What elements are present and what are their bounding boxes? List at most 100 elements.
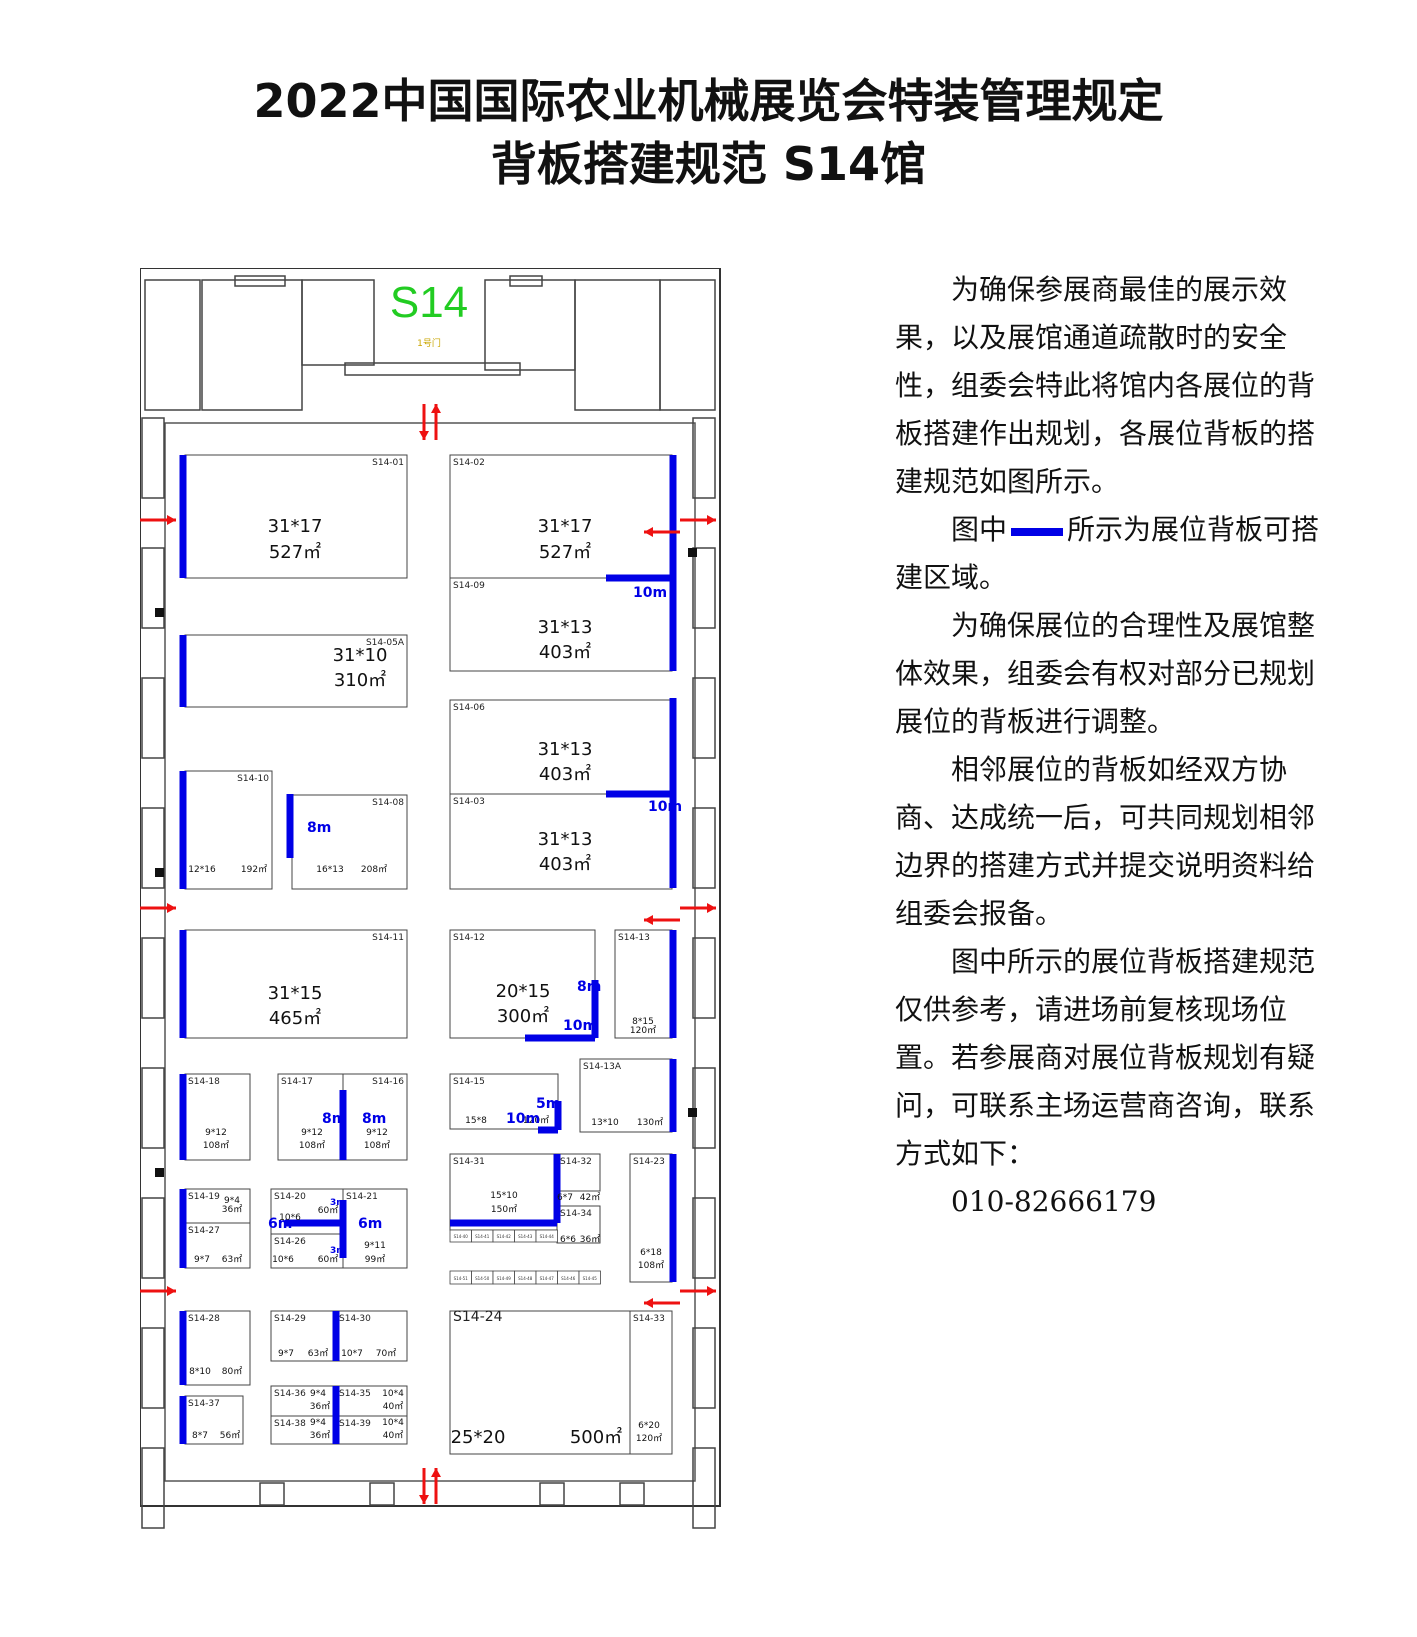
booth-s14-16 [342,1073,408,1161]
booth-dimensions: 10*6 [279,1213,301,1223]
side-room [692,547,716,629]
booth-area: 40㎡ [383,1430,403,1441]
booth-dimensions: 8*15 [632,1017,654,1027]
booth-area: 403㎡ [539,853,591,875]
booth-s14-34 [556,1205,601,1244]
service-room [201,279,303,411]
booth-area: 403㎡ [539,641,591,663]
column-block [155,1168,164,1177]
hall-outline [140,268,721,1507]
booth-s14-13a [579,1058,673,1133]
booth-dimensions: 10*4 [382,1389,404,1399]
booth-s14-27 [184,1222,251,1269]
side-room [141,1327,165,1409]
booth-area: 70㎡ [376,1348,396,1359]
arrow-head-icon [644,1298,653,1308]
booth-area: 527㎡ [539,541,591,563]
note-text: 所示为展位背板可搭建区域。 [895,513,1320,594]
gate-label: 1号门 [417,337,441,349]
page-subtitle: 背板搭建规范 S14馆 [490,137,927,191]
side-room [141,1067,165,1149]
side-room [692,1327,716,1409]
booth-s14-33 [629,1310,673,1455]
hall-label: S14 [390,278,468,327]
booth-area: 120㎡ [630,1025,656,1036]
exit-arrow-pair [140,903,176,913]
booth-id-label: S14-29 [274,1314,306,1324]
booth-s14-09 [449,577,673,672]
booth-area: 465㎡ [269,1007,321,1029]
booth-id-label: S14-33 [633,1314,665,1324]
small-booth-id: S14-44 [540,1234,555,1239]
booth-area: 108㎡ [299,1140,325,1151]
booth-id-label: S14-26 [274,1237,306,1247]
booth-dimensions: 15*8 [465,1116,487,1126]
booth-dimensions: 31*13 [538,829,593,850]
booth-id-label: S14-39 [339,1419,371,1429]
small-booth-id: S14-41 [475,1234,490,1239]
booth-dimensions: 20*15 [496,981,551,1002]
booth-area: 60㎡ [318,1205,338,1216]
booth-id-label: S14-32 [560,1157,592,1167]
booth-area: 80㎡ [222,1366,242,1377]
side-room [692,937,716,1019]
booth-area: 527㎡ [269,541,321,563]
booth-s14-12 [449,929,596,1039]
arrow-head-icon [431,404,441,413]
booth-area: 310㎡ [334,669,386,691]
small-booth-id: S14-48 [518,1276,533,1281]
booth-dimensions: 6*20 [638,1421,660,1431]
side-room [141,547,165,629]
small-booth-id: S14-43 [518,1234,533,1239]
booth-area: 42㎡ [580,1192,600,1203]
booth-id-label: S14-12 [453,933,485,943]
booth-area: 63㎡ [308,1348,328,1359]
note-paragraph: 相邻展位的背板如经双方协商、达成统一后，可共同规划相邻边界的搭建方式并提交说明资… [895,753,1316,930]
wall-length-label: 10m [563,1018,597,1034]
booth-id-label: S14-02 [453,458,485,468]
wall-length-label: 8m [322,1111,346,1127]
exit-arrow-pair [644,515,716,537]
side-room [141,807,165,889]
small-booth-id: S14-47 [540,1276,555,1281]
booth-s14-39 [335,1415,408,1445]
bottom-room [259,1482,285,1506]
booth-id-label: S14-13 [618,933,650,943]
booth-dimensions: 31*17 [538,516,593,537]
booth-s14-21 [342,1188,408,1269]
exit-arrow-pair [140,1286,176,1296]
booth-dimensions: 6*18 [640,1248,662,1258]
booth-dimensions: 31*13 [538,617,593,638]
booth-area: 60㎡ [318,1254,338,1265]
side-room [692,807,716,889]
booth-s14-02 [449,454,673,579]
booth-dimensions: 6*7 [557,1193,573,1203]
booth-s14-19 [184,1188,251,1224]
booth-s14-10 [184,770,273,890]
booth-id-label: S14-15 [453,1077,485,1087]
small-booth [578,1270,601,1285]
contact-phone: 010-82666179 [951,1185,1157,1218]
booth-s14-38 [270,1415,337,1445]
wall-length-label: 3m [330,1246,346,1256]
booth-id-label: S14-11 [372,933,404,943]
booth-s14-32 [556,1153,601,1192]
booth-dimensions: 9*4 [310,1418,326,1428]
booth-id-label: S14-09 [453,581,485,591]
wall-length-label: 5m [536,1096,560,1112]
booth-id-label: S14-27 [188,1226,220,1236]
booth-s14-17 [277,1073,344,1161]
booth-id-label: S14-13A [583,1062,622,1072]
backwall-legend-icon [1011,527,1064,536]
booth-dimensions: 9*7 [194,1255,210,1265]
booth-s14-15 [449,1073,559,1130]
booth-area: 36㎡ [310,1401,330,1412]
exit-arrow-pair [419,404,441,440]
booth-s14-24 [449,1310,631,1455]
booth-id-label: S14-21 [346,1192,378,1202]
booth-area: 40㎡ [383,1401,403,1412]
booth-dimensions: 9*11 [364,1241,386,1251]
booth-area: 208㎡ [361,864,387,875]
booth-area: 99㎡ [365,1254,385,1265]
